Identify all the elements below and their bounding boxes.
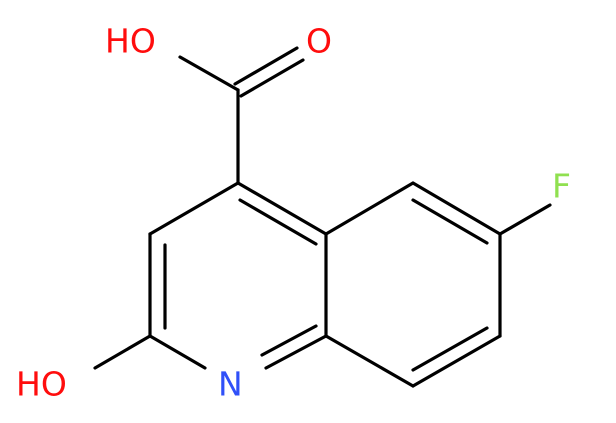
bond-c5-c6-inner (411, 198, 489, 245)
bond-c2-nitrogen (148, 334, 207, 370)
bond-carboxyl-hydroxyl (178, 55, 240, 92)
bond-carboxyl-carbonyl-a (233, 46, 299, 86)
bond-c4-c4a-outer (236, 181, 328, 236)
bond-c4-c3 (148, 181, 240, 236)
carbonyl-oxygen-label: O (306, 22, 332, 61)
bond-c7-c8-inner (411, 326, 489, 372)
acid-hydroxyl-label: HO (105, 22, 156, 61)
bonds (93, 46, 552, 388)
ring-nitrogen-label: N (218, 365, 243, 404)
bond-c6-fluorine (498, 203, 552, 236)
bond-carboxyl-carbonyl-b (239, 58, 305, 98)
bond-c2-hydroxyl (93, 334, 152, 370)
bond-c8-c8a (324, 334, 415, 388)
bond-c7-c8-outer (411, 334, 502, 388)
fluorine-label: F (552, 167, 571, 206)
bond-c4a-c5 (324, 181, 415, 236)
bond-nitrogen-c8a-inner (260, 324, 318, 357)
bond-c5-c6-outer (411, 181, 502, 236)
bond-c4-c4a-inner (238, 198, 318, 246)
ring-hydroxyl-label: HO (16, 365, 67, 404)
atom-labels: HO O F HO N (16, 22, 571, 404)
bond-nitrogen-c8a-outer (264, 334, 328, 370)
